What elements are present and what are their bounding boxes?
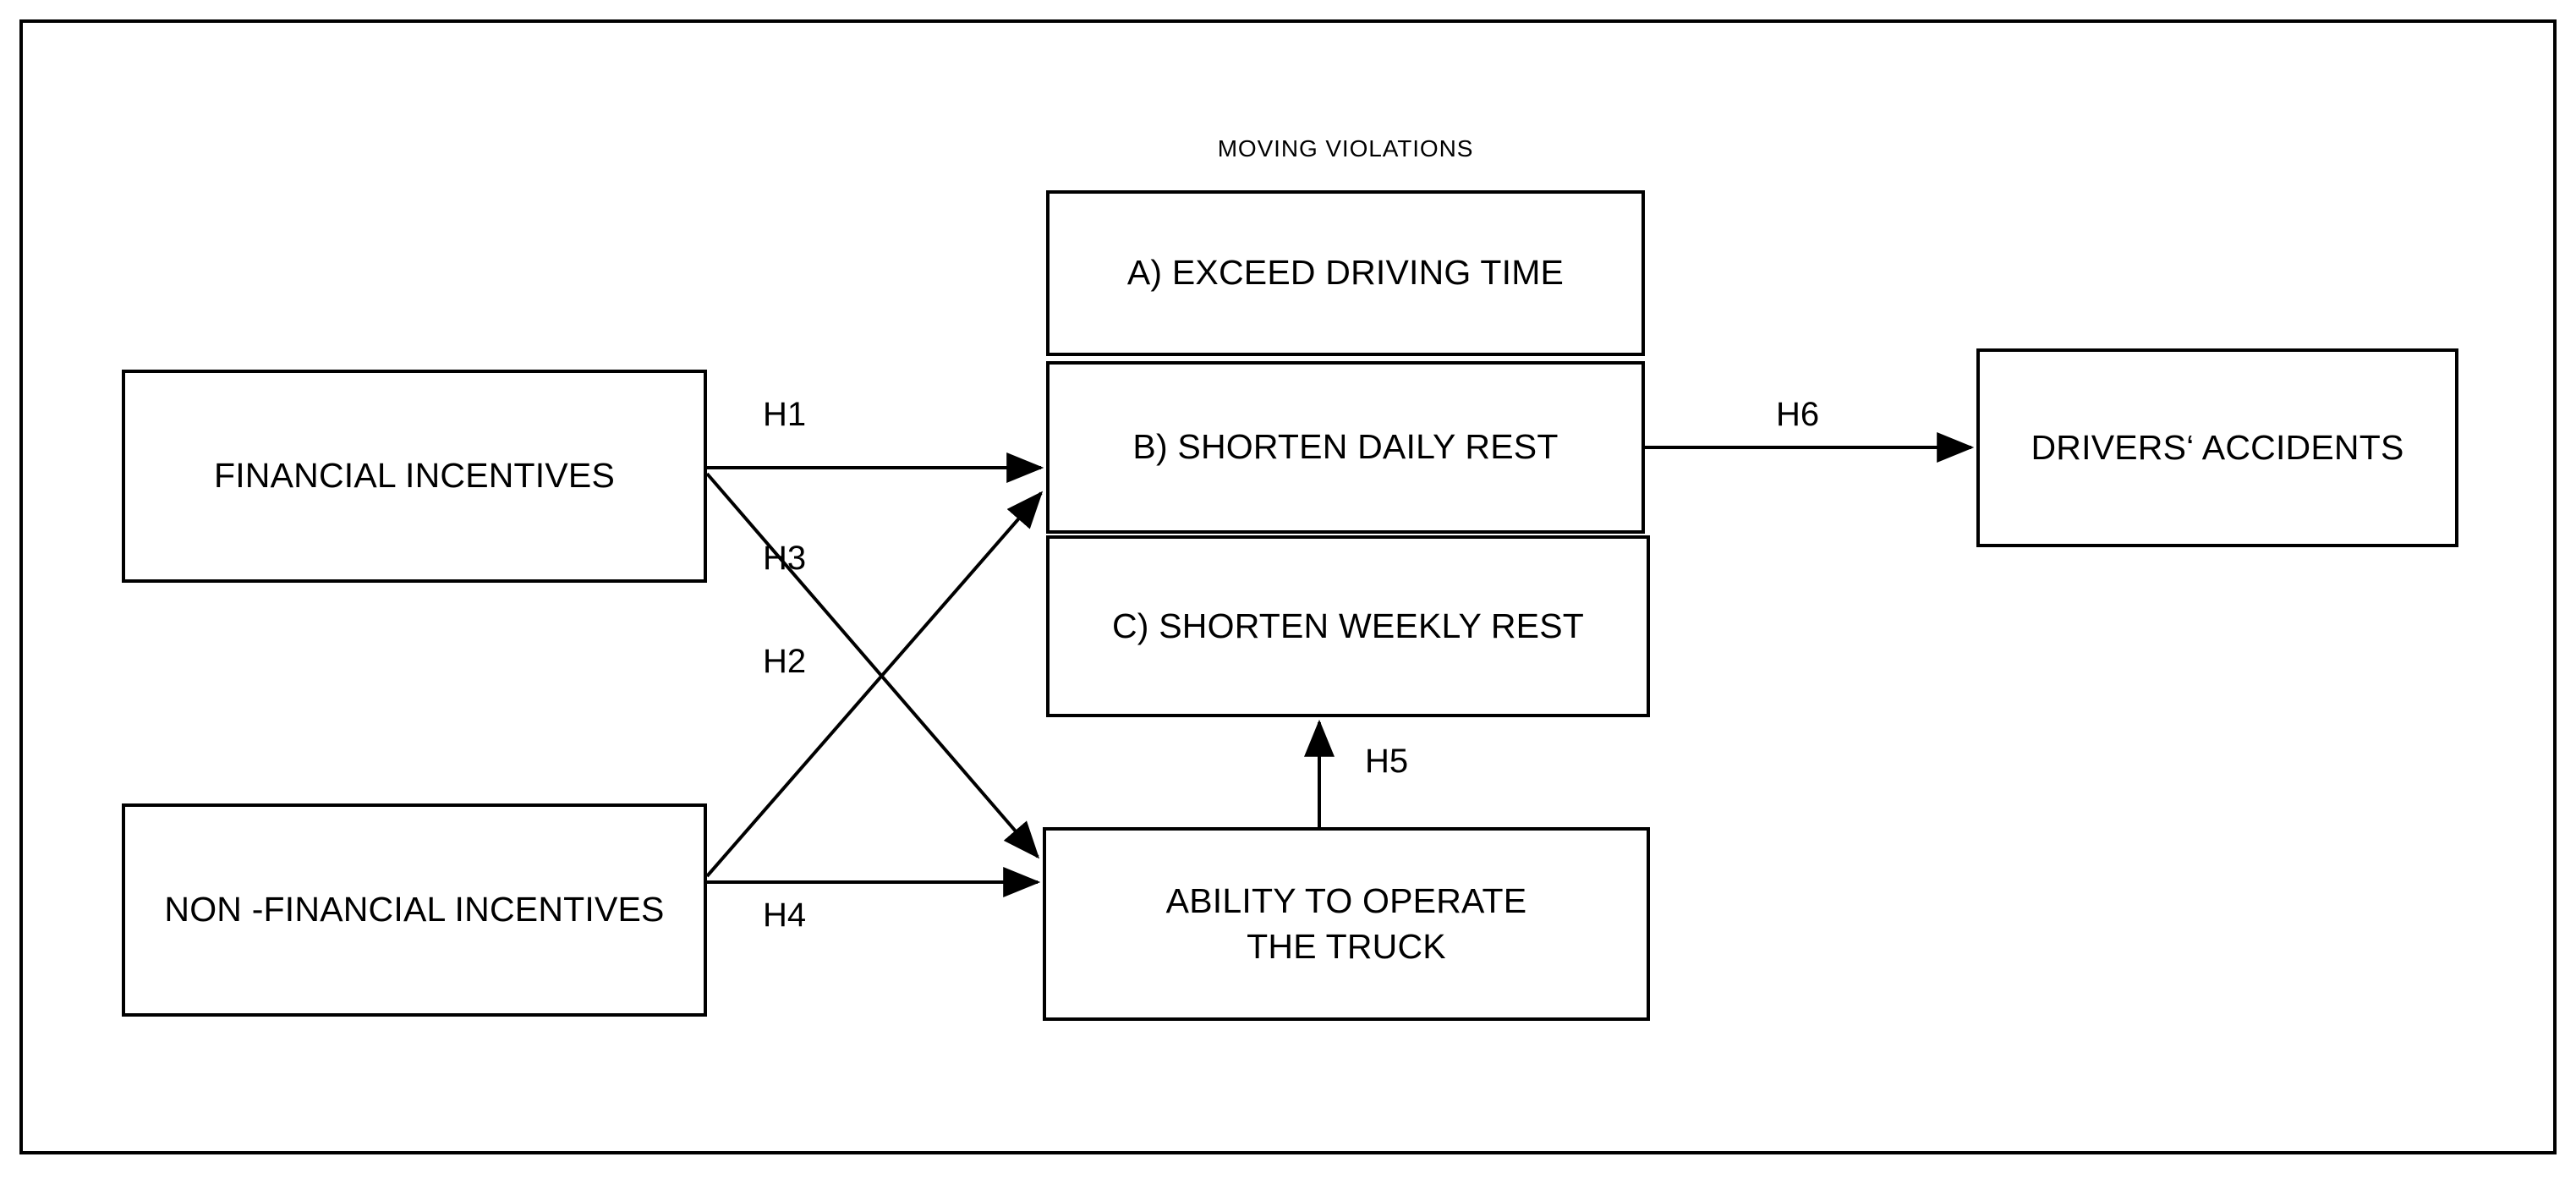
node-shorten-weekly-rest-label: C) SHORTEN WEEKLY REST bbox=[1112, 606, 1584, 645]
node-non-financial-incentives[interactable]: NON -FINANCIAL INCENTIVES bbox=[122, 803, 707, 1017]
node-ability-line-1: ABILITY TO OPERATE bbox=[1165, 881, 1527, 921]
path-label-h5: H5 bbox=[1365, 743, 1409, 780]
path-label-h3: H3 bbox=[763, 540, 807, 577]
node-drivers-accidents-label: DRIVERS‘ ACCIDENTS bbox=[2031, 427, 2404, 467]
node-ability-line-2: THE TRUCK bbox=[1247, 926, 1446, 966]
node-exceed-driving-time[interactable]: A) EXCEED DRIVING TIME bbox=[1046, 190, 1645, 356]
node-ability-to-operate-the-truck[interactable]: ABILITY TO OPERATE THE TRUCK bbox=[1043, 827, 1650, 1021]
path-label-h2: H2 bbox=[763, 643, 807, 680]
node-ability-to-operate-the-truck-label: ABILITY TO OPERATE THE TRUCK bbox=[1046, 879, 1647, 969]
node-shorten-daily-rest[interactable]: B) SHORTEN DAILY REST bbox=[1046, 361, 1645, 534]
node-exceed-driving-time-label: A) EXCEED DRIVING TIME bbox=[1126, 253, 1565, 293]
node-non-financial-incentives-label: NON -FINANCIAL INCENTIVES bbox=[164, 890, 665, 929]
group-caption-moving-violations: MOVING VIOLATIONS bbox=[1217, 135, 1474, 162]
node-drivers-accidents[interactable]: DRIVERS‘ ACCIDENTS bbox=[1976, 348, 2458, 547]
node-shorten-weekly-rest[interactable]: C) SHORTEN WEEKLY REST bbox=[1046, 535, 1650, 717]
node-shorten-daily-rest-label: B) SHORTEN DAILY REST bbox=[1132, 427, 1559, 467]
node-financial-incentives[interactable]: FINANCIAL INCENTIVES bbox=[122, 370, 707, 583]
path-label-h6: H6 bbox=[1776, 396, 1820, 433]
path-label-h4: H4 bbox=[763, 897, 807, 934]
path-label-h1: H1 bbox=[763, 396, 807, 433]
node-financial-incentives-label: FINANCIAL INCENTIVES bbox=[213, 456, 616, 496]
